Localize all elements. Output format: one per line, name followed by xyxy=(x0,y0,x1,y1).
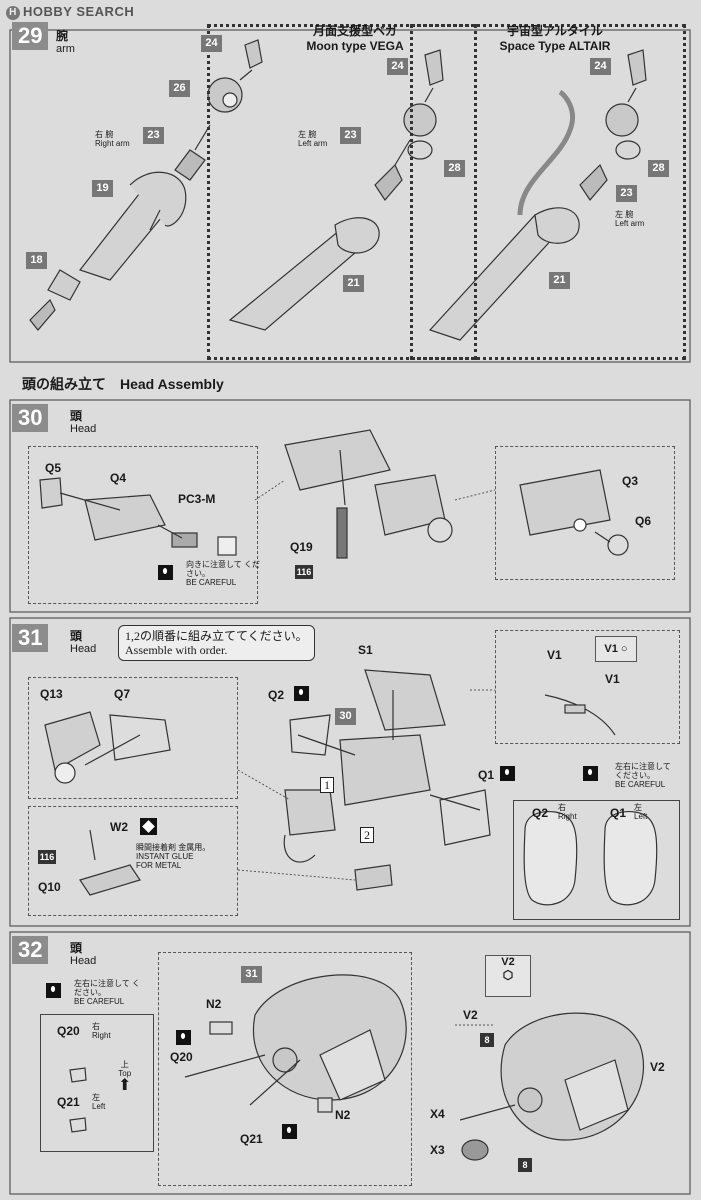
part-tag-30: 30 xyxy=(335,708,356,725)
q1-q2-reference-box xyxy=(513,800,680,920)
part-q1: Q1 xyxy=(478,768,495,782)
part-tag-24-altair: 24 xyxy=(590,58,611,75)
caution-icon xyxy=(158,565,173,580)
q2-side: 右 Right xyxy=(558,803,577,821)
caution-icon-q1 xyxy=(500,766,515,781)
part-q6: Q6 xyxy=(635,514,652,528)
q1-side: 左 Left xyxy=(634,803,648,821)
step-31-subassembly-v1 xyxy=(495,630,680,744)
q21-ref-label: Q21 xyxy=(57,1095,80,1109)
part-v2-reference: V2 ⬡ xyxy=(485,955,531,997)
part-tag-28-vega: 28 xyxy=(444,160,465,177)
part-q3: Q3 xyxy=(622,474,639,488)
step-30-number: 30 xyxy=(12,404,49,432)
part-tag-8-a: 8 xyxy=(480,1033,494,1047)
part-tag-24: 24 xyxy=(201,35,222,52)
arrow-up-icon: ⬆ xyxy=(118,1077,132,1094)
part-tag-18: 18 xyxy=(26,252,47,269)
step-32-lr-note: 左右に注意して ください。 BE CAREFUL xyxy=(74,979,140,1006)
step-32-subassembly xyxy=(158,952,412,1186)
part-tag-26: 26 xyxy=(169,80,190,97)
part-tag-23-altair: 23 xyxy=(616,185,637,202)
assembly-order-note: 1,2の順番に組み立ててください。 Assemble with order. xyxy=(118,625,315,661)
step-31-subassembly-q10 xyxy=(28,806,238,916)
part-q20: Q20 xyxy=(170,1050,193,1064)
step-30-care-note: 向きに注意して ください。 BE CAREFUL xyxy=(186,560,260,587)
part-q2: Q2 xyxy=(268,688,285,702)
left-arm-label-altair: 左 腕 Left arm xyxy=(615,210,645,228)
part-q7: Q7 xyxy=(114,687,131,701)
caution-icon-32 xyxy=(46,983,61,998)
order-step-1: 1 xyxy=(320,777,334,793)
q20-ref-label: Q20 xyxy=(57,1024,80,1038)
vega-title: 月面支援型ベガ Moon type VEGA xyxy=(306,24,404,53)
part-q21: Q21 xyxy=(240,1132,263,1146)
part-tag-28-altair: 28 xyxy=(648,160,669,177)
instant-glue-icon xyxy=(140,818,157,835)
part-tag-19: 19 xyxy=(92,180,113,197)
part-tag-23-vega: 23 xyxy=(340,127,361,144)
part-v1-reference: V1 ○ xyxy=(595,636,637,662)
part-tag-23: 23 xyxy=(143,127,164,144)
q21-side: 左 Left xyxy=(92,1093,106,1111)
part-s1: S1 xyxy=(358,643,373,657)
right-arm-label: 右 腕 Right arm xyxy=(95,130,130,148)
step-29-title: 腕 arm xyxy=(56,29,75,56)
part-w2: W2 xyxy=(110,820,128,834)
part-tag-21-vega: 21 xyxy=(343,275,364,292)
part-tag-31: 31 xyxy=(241,966,262,983)
step-30-subassembly-left xyxy=(28,446,258,604)
order-step-2: 2 xyxy=(360,827,374,843)
caution-icon-q2 xyxy=(294,686,309,701)
part-tag-116-w2: 116 xyxy=(38,850,56,864)
hex-nut-icon: ⬡ xyxy=(502,968,514,982)
part-x4: X4 xyxy=(430,1107,445,1121)
part-tag-21-altair: 21 xyxy=(549,272,570,289)
caution-icon-q20 xyxy=(176,1030,191,1045)
altair-title: 宇宙型アルタイル Space Type ALTAIR xyxy=(499,24,611,53)
step-31-number: 31 xyxy=(12,624,49,652)
altair-variant-box xyxy=(410,24,686,360)
part-tag-116: 116 xyxy=(295,565,313,579)
part-q19: Q19 xyxy=(290,540,313,554)
step-32-title: 頭 Head xyxy=(70,941,97,968)
caution-icon-lr xyxy=(583,766,598,781)
part-q4: Q4 xyxy=(110,471,127,485)
part-q5: Q5 xyxy=(45,461,62,475)
q20-side: 右 Right xyxy=(92,1022,111,1040)
part-x3: X3 xyxy=(430,1143,445,1157)
head-assembly-title: 頭の組み立て Head Assembly xyxy=(22,376,224,392)
step-31-subassembly-q13 xyxy=(28,677,238,799)
q2-ref-label: Q2 xyxy=(532,806,549,820)
step-30-title: 頭 Head xyxy=(70,409,97,436)
step-29-number: 29 xyxy=(12,22,49,50)
vega-variant-box xyxy=(207,24,477,360)
step-30-subassembly-right xyxy=(495,446,675,580)
glue-note: 瞬間接着剤 金属用。 INSTANT GLUE FOR METAL xyxy=(136,843,211,870)
part-v2-a: V2 xyxy=(463,1008,478,1022)
part-n2-a: N2 xyxy=(206,997,222,1011)
step-32-number: 32 xyxy=(12,936,49,964)
step-31-lr-note: 左右に注意して ください。 BE CAREFUL xyxy=(615,762,671,789)
part-v1-a: V1 xyxy=(547,648,562,662)
step-31-title: 頭 Head xyxy=(70,629,97,656)
left-arm-label-vega: 左 腕 Left arm xyxy=(298,130,328,148)
q1-ref-label: Q1 xyxy=(610,806,627,820)
part-tag-8-b: 8 xyxy=(518,1158,532,1172)
top-indicator: 上 Top ⬆ xyxy=(118,1060,132,1094)
hobby-search-logo-icon: H xyxy=(6,5,20,20)
part-v1-b: V1 xyxy=(605,672,620,686)
part-pc3-m: PC3-M xyxy=(178,492,216,506)
part-q10: Q10 xyxy=(38,880,61,894)
caution-icon-q21 xyxy=(282,1124,297,1139)
part-n2-b: N2 xyxy=(335,1108,351,1122)
q20-q21-reference-box xyxy=(40,1014,154,1152)
part-q13: Q13 xyxy=(40,687,63,701)
part-tag-24-vega: 24 xyxy=(387,58,408,75)
part-v2-b: V2 xyxy=(650,1060,665,1074)
